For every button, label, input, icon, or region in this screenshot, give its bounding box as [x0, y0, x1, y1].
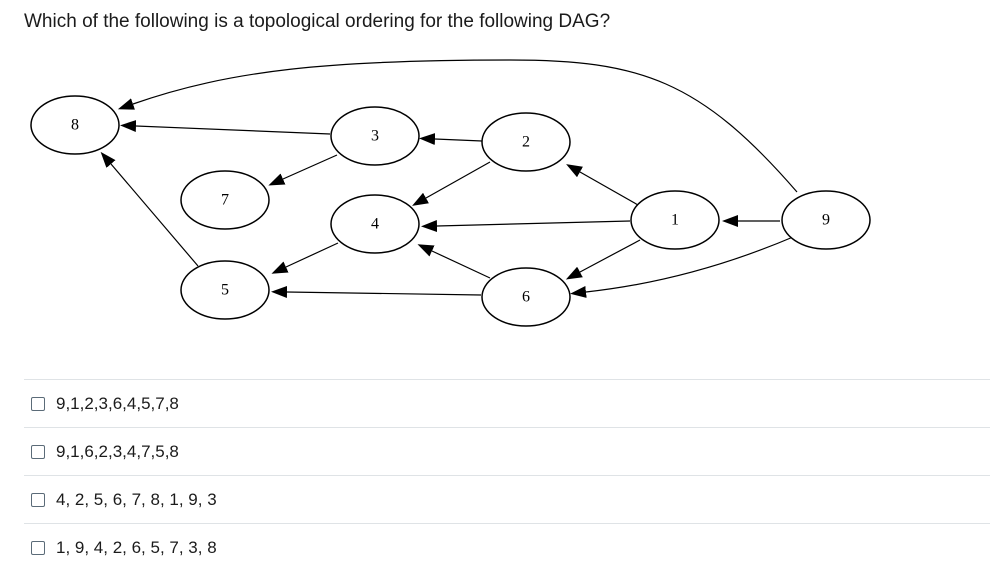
- question-text: Which of the following is a topological …: [24, 11, 611, 32]
- answer-checkbox-4[interactable]: [31, 540, 45, 555]
- node-5: [180, 260, 270, 320]
- dag-diagram: 8 3 2 7 4 1 9 5 6: [30, 59, 871, 327]
- edge-5-8: [100, 151, 199, 267]
- node-label-4: 4: [371, 216, 379, 233]
- edge-3-7: [268, 154, 338, 186]
- answer-label-3: 4, 2, 5, 6, 7, 8, 1, 9, 3: [56, 489, 217, 509]
- node-label-7: 7: [221, 192, 229, 209]
- answer-list: 9,1,2,3,6,4,5,7,8 9,1,6,2,3,4,7,5,8 4, 2…: [24, 379, 990, 571]
- answer-option-2[interactable]: 9,1,6,2,3,4,7,5,8: [24, 427, 990, 475]
- node-label-8: 8: [71, 117, 79, 134]
- node-label-9: 9: [822, 212, 830, 229]
- answer-option-1[interactable]: 9,1,2,3,6,4,5,7,8: [24, 379, 990, 427]
- answer-option-3[interactable]: 4, 2, 5, 6, 7, 8, 1, 9, 3: [24, 475, 990, 523]
- answer-checkbox-2[interactable]: [31, 444, 45, 459]
- answer-checkbox-3[interactable]: [31, 492, 45, 507]
- edge-3-8: [120, 120, 331, 135]
- node-label-1: 1: [671, 212, 679, 229]
- answer-label-2: 9,1,6,2,3,4,7,5,8: [56, 441, 179, 461]
- edge-1-4: [421, 220, 631, 232]
- node-1: [630, 190, 720, 250]
- answer-option-4[interactable]: 1, 9, 4, 2, 6, 5, 7, 3, 8: [24, 523, 990, 571]
- node-8: [30, 95, 120, 155]
- answer-label-1: 9,1,2,3,6,4,5,7,8: [56, 393, 179, 413]
- edge-9-8: [117, 59, 798, 193]
- answer-label-4: 1, 9, 4, 2, 6, 5, 7, 3, 8: [56, 537, 217, 557]
- answer-checkbox-1[interactable]: [31, 396, 45, 411]
- node-label-3: 3: [371, 128, 379, 145]
- edge-2-3: [419, 133, 483, 145]
- node-label-5: 5: [221, 282, 229, 299]
- edge-6-4: [417, 244, 491, 279]
- node-4: [330, 194, 420, 254]
- node-label-6: 6: [522, 289, 530, 306]
- edge-4-5: [271, 242, 339, 274]
- node-6: [481, 267, 571, 327]
- node-3: [330, 106, 420, 166]
- edge-1-6: [565, 239, 641, 280]
- node-9: [781, 190, 871, 250]
- node-2: [481, 112, 571, 172]
- edge-6-5: [271, 286, 482, 298]
- edge-9-6: [570, 236, 794, 298]
- edge-1-2: [566, 164, 639, 206]
- edge-2-4: [412, 161, 491, 206]
- node-7: [180, 170, 270, 230]
- node-label-2: 2: [522, 134, 530, 151]
